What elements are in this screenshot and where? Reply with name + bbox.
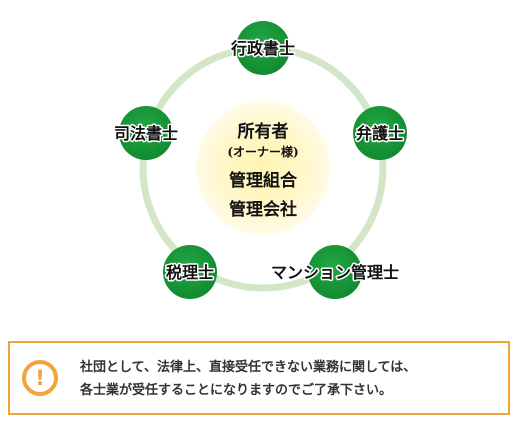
node-bengoshi: 弁護士 [353, 106, 407, 160]
node-label-gyoseishoshi: 行政書士 [230, 39, 295, 58]
node-gyoseishoshi: 行政書士 [228, 21, 297, 75]
notice-box: ! 社団として、法律上、直接受任できない業務に関しては、 各士業が受任することに… [8, 341, 510, 415]
center-circle [196, 101, 330, 235]
notice-line-1: 社団として、法律上、直接受任できない業務に関しては、 [80, 360, 417, 375]
center-label-kanri-kaisha: 管理会社 [229, 199, 297, 220]
professional-network-diagram: 所有者 (オーナー様) 管理組合 管理会社 行政書士 弁護士 マンション管理士 … [112, 21, 407, 299]
node-label-zeirishi: 税理士 [166, 263, 214, 282]
node-label-shihoshoshi: 司法書士 [114, 124, 178, 143]
center-label-owner-sub: (オーナー様) [227, 144, 298, 159]
node-label-mansion-kanrishi: マンション管理士 [271, 263, 399, 282]
node-zeirishi: 税理士 [163, 245, 217, 299]
exclamation-icon: ! [22, 360, 58, 396]
node-mansion-kanrishi: マンション管理士 [269, 245, 401, 299]
center-label-owner: 所有者 [238, 121, 289, 142]
node-shihoshoshi: 司法書士 [112, 106, 180, 160]
notice-line-2: 各士業が受任することになりますのでご了承下さい。 [80, 383, 393, 398]
notice-text: 社団として、法律上、直接受任できない業務に関しては、 各士業が受任することになり… [80, 356, 505, 402]
node-label-bengoshi: 弁護士 [356, 124, 404, 143]
center-label-kanri-kumiai: 管理組合 [229, 170, 298, 191]
